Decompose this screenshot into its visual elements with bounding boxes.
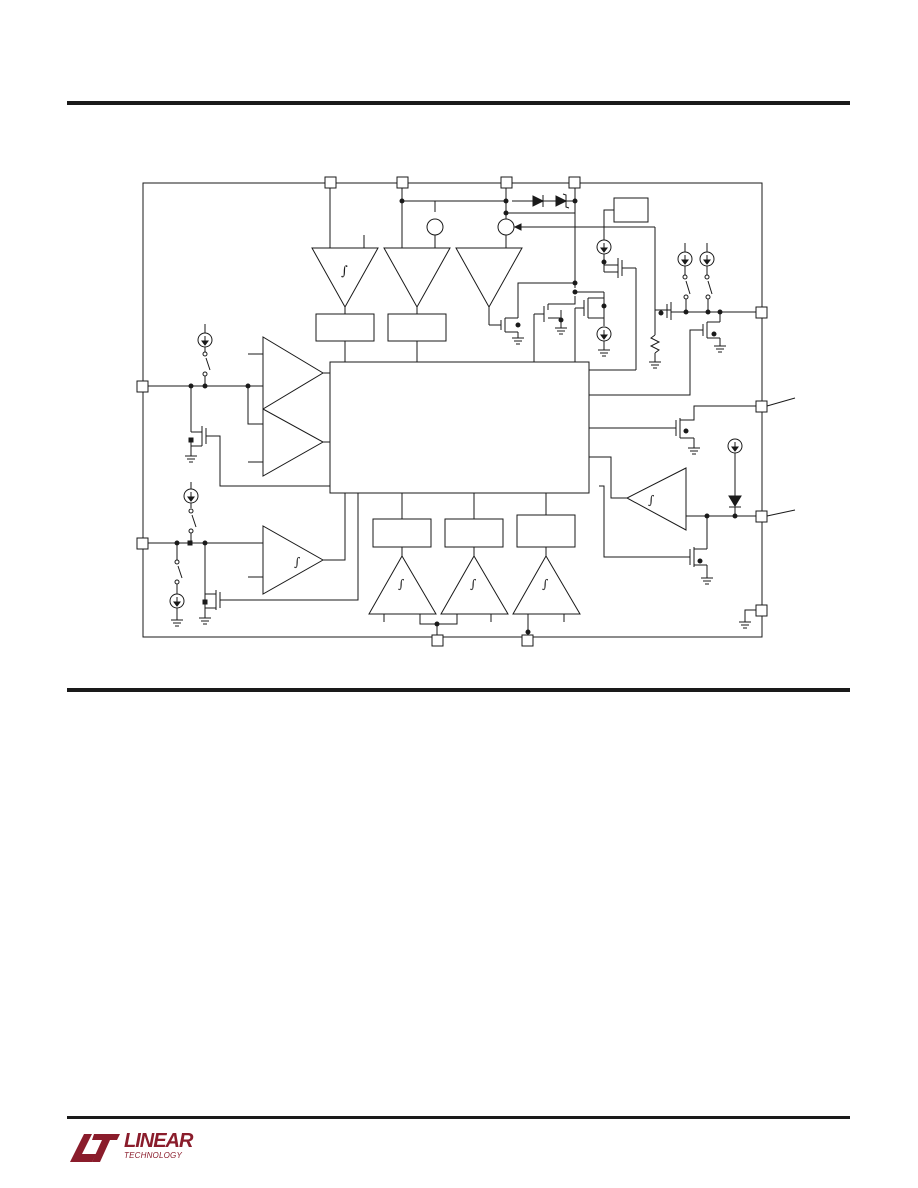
bottom-comparator-1 <box>368 555 437 615</box>
pin-right-1 <box>755 306 768 319</box>
top-block-1 <box>315 313 375 342</box>
reference-source-1 <box>426 218 444 236</box>
lt-logo-mark-icon <box>70 1134 120 1162</box>
zener-diode <box>555 195 568 207</box>
diode-1 <box>532 195 545 207</box>
schmitt-symbol-b3: ∫ <box>542 577 549 591</box>
top-rule <box>67 101 850 105</box>
logo-subtitle: TECHNOLOGY <box>124 1151 183 1160</box>
schmitt-symbol-b2: ∫ <box>470 577 477 591</box>
bottom-block-1 <box>372 518 432 548</box>
left-comparator-3 <box>262 525 325 595</box>
reference-block <box>613 197 649 223</box>
schmitt-symbol-left: ∫ <box>294 555 301 569</box>
right-comparator <box>625 467 687 531</box>
pin-right-2 <box>755 400 768 413</box>
schmitt-symbol-1: ∫ <box>341 264 348 279</box>
bottom-block-3 <box>516 514 576 548</box>
middle-rule <box>67 688 850 692</box>
pin-top-1 <box>324 176 337 189</box>
pin-left-1 <box>136 380 149 393</box>
pin-bottom-1 <box>431 634 444 647</box>
pin-top-4 <box>568 176 581 189</box>
resistor <box>649 334 661 354</box>
top-comparator-3 <box>455 247 523 309</box>
diode-2 <box>728 495 742 507</box>
pin-left-2 <box>136 537 149 550</box>
top-block-2 <box>387 313 447 342</box>
left-comparator-1 <box>262 336 324 410</box>
pin-right-4 <box>755 604 768 617</box>
left-comparator-2 <box>262 408 325 477</box>
schmitt-symbol-b1: ∫ <box>398 577 405 591</box>
bottom-rule <box>67 1116 850 1119</box>
linear-technology-logo: LINEAR TECHNOLOGY <box>66 1130 196 1166</box>
pin-top-3 <box>500 176 513 189</box>
pin-top-2 <box>396 176 409 189</box>
pin-bottom-2 <box>521 634 534 647</box>
bottom-comparator-3 <box>512 555 581 615</box>
pin-right-3 <box>755 510 768 523</box>
bottom-comparator-2 <box>440 555 509 615</box>
reference-source-2 <box>497 218 515 236</box>
top-comparator-1 <box>311 247 379 309</box>
top-comparator-2 <box>383 247 451 309</box>
schmitt-symbol-right: ∫ <box>648 493 655 507</box>
logo-wordmark: LINEAR <box>124 1130 193 1152</box>
package-outline <box>142 182 763 638</box>
bottom-block-2 <box>444 518 504 548</box>
core-logic-block <box>329 361 590 494</box>
